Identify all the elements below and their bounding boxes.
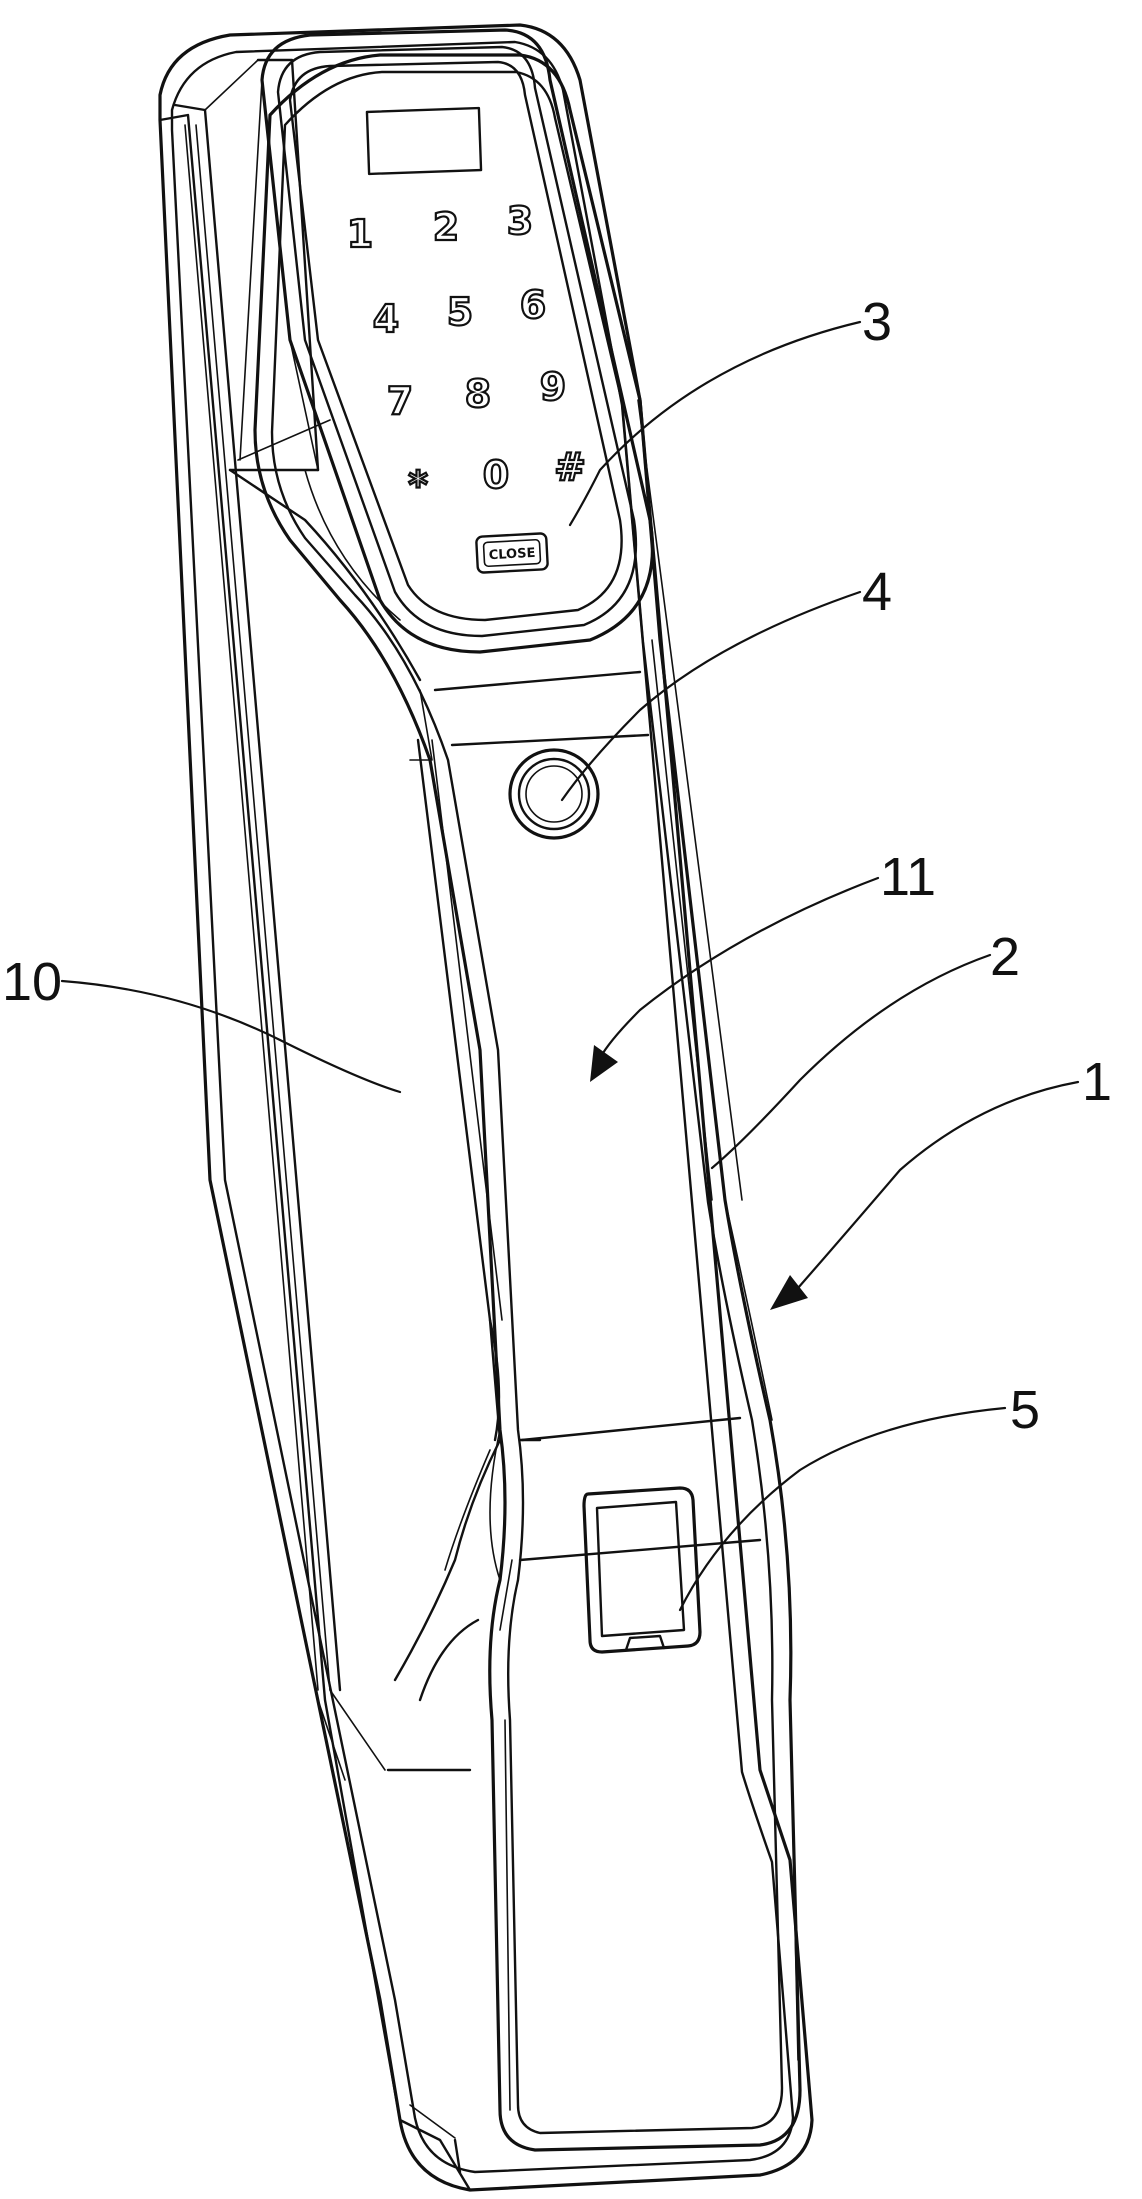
- key-4[interactable]: 4: [373, 297, 399, 341]
- keypad-module: [240, 30, 653, 652]
- key-3[interactable]: 3: [507, 199, 533, 243]
- leader-11: [600, 878, 878, 1058]
- key-1[interactable]: 1: [347, 212, 373, 256]
- leader-5: [680, 1408, 1005, 1610]
- leader-4: [562, 592, 860, 800]
- key-0[interactable]: 0: [483, 453, 509, 497]
- ref-numeral-11: 11: [880, 847, 936, 907]
- key-9[interactable]: 9: [540, 365, 566, 409]
- leader-1: [798, 1082, 1078, 1288]
- key-hash[interactable]: #: [554, 445, 586, 489]
- keyhole-cover: [584, 1488, 700, 1652]
- handle-body: [255, 55, 800, 2150]
- fingerprint-sensor: [510, 750, 598, 838]
- key-2[interactable]: 2: [433, 205, 459, 249]
- close-button-label: CLOSE: [488, 546, 535, 563]
- key-7[interactable]: 7: [387, 379, 413, 423]
- key-6[interactable]: 6: [520, 283, 546, 327]
- leader-2: [712, 955, 990, 1168]
- arrowhead-1: [770, 1275, 808, 1310]
- ref-numeral-10: 10: [2, 952, 62, 1012]
- key-8[interactable]: 8: [465, 372, 491, 416]
- ref-numeral-3: 3: [862, 292, 892, 352]
- ref-numeral-1: 1: [1082, 1052, 1112, 1112]
- key-star[interactable]: *: [408, 463, 428, 507]
- ref-numeral-5: 5: [1010, 1380, 1040, 1440]
- ref-numeral-4: 4: [862, 562, 892, 622]
- key-5[interactable]: 5: [447, 290, 473, 334]
- ref-numeral-2: 2: [990, 927, 1020, 987]
- leader-10: [62, 981, 400, 1092]
